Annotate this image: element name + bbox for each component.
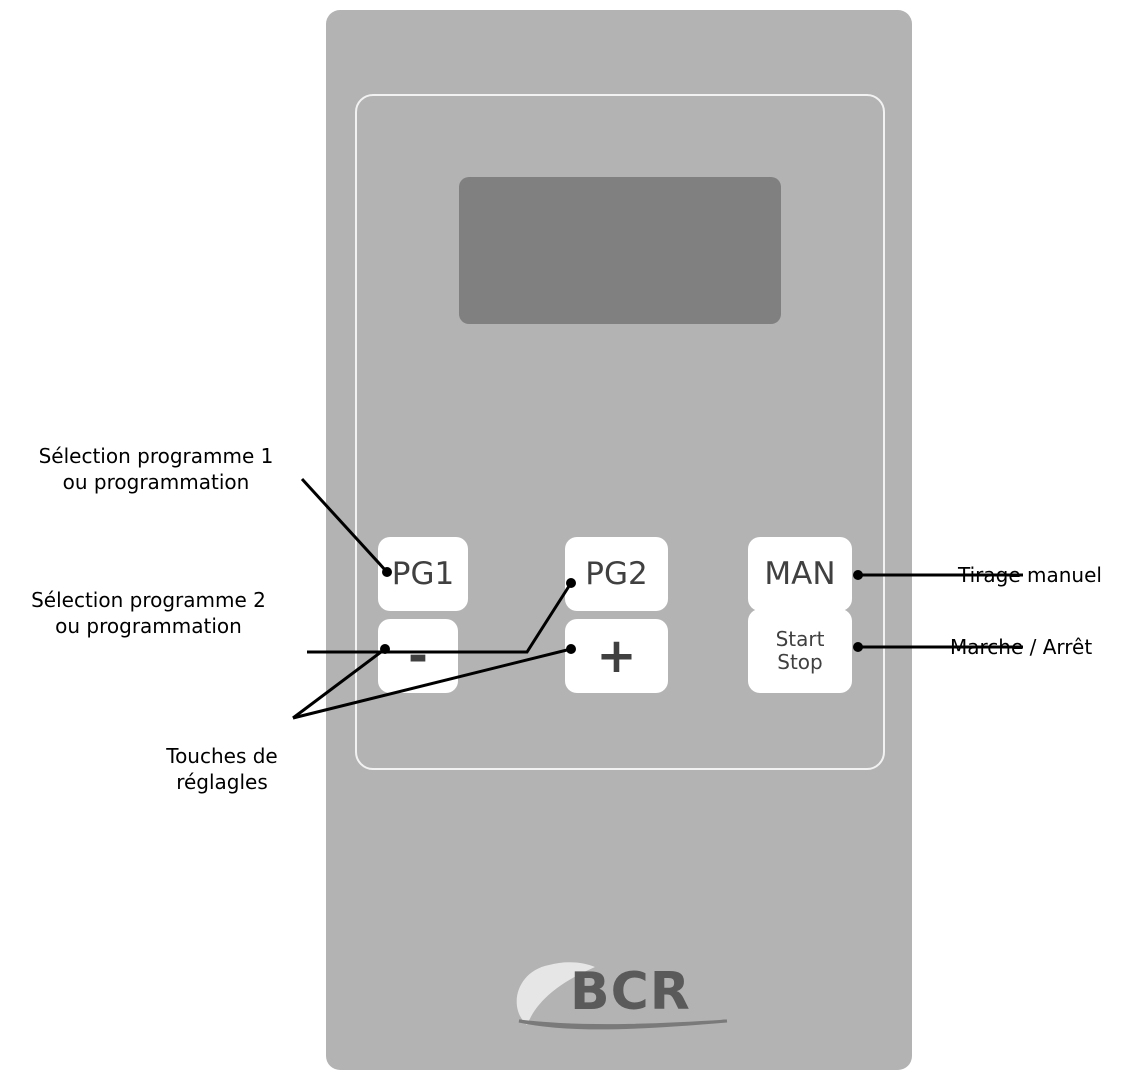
pg2-button[interactable]: PG2	[565, 537, 668, 611]
pg1-button[interactable]: PG1	[378, 537, 468, 611]
lcd-display	[459, 177, 781, 324]
plus-button[interactable]: +	[565, 619, 668, 693]
man-callout-label: Tirage manuel	[958, 563, 1102, 587]
pg1-callout-dot	[382, 567, 392, 577]
pg2-callout-label: Sélection programme 2 ou programmation	[31, 588, 266, 638]
keypad-frame	[355, 94, 885, 770]
man-button-label: MAN	[764, 556, 836, 592]
pg2-button-label: PG2	[585, 556, 648, 592]
startstop-callout-label: Marche / Arrêt	[950, 635, 1093, 659]
start-stop-button[interactable]: Start Stop	[748, 609, 852, 693]
pg1-button-label: PG1	[391, 556, 455, 592]
startstop-callout-dot	[853, 642, 863, 652]
adjust-minus-callout-line	[292, 647, 386, 720]
plus-callout-dot	[566, 644, 576, 654]
man-callout-dot	[853, 570, 863, 580]
bcr-logo-text: BCR	[570, 962, 691, 1022]
stop-label: Stop	[777, 650, 823, 674]
pg2-callout-dot	[566, 578, 576, 588]
bcr-logo	[516, 962, 728, 1030]
pg1-callout-line	[300, 477, 389, 574]
adjust-callout-label: Touches de réglagles	[166, 744, 278, 794]
pg2-callout-line	[307, 582, 573, 654]
start-label: Start	[775, 627, 825, 651]
adjust-plus-callout-line	[292, 647, 572, 720]
minus-icon: -	[408, 628, 428, 684]
minus-callout-dot	[380, 644, 390, 654]
plus-icon: +	[596, 628, 637, 684]
man-button[interactable]: MAN	[748, 537, 852, 611]
pg1-callout-label: Sélection programme 1 ou programmation	[38, 444, 274, 494]
